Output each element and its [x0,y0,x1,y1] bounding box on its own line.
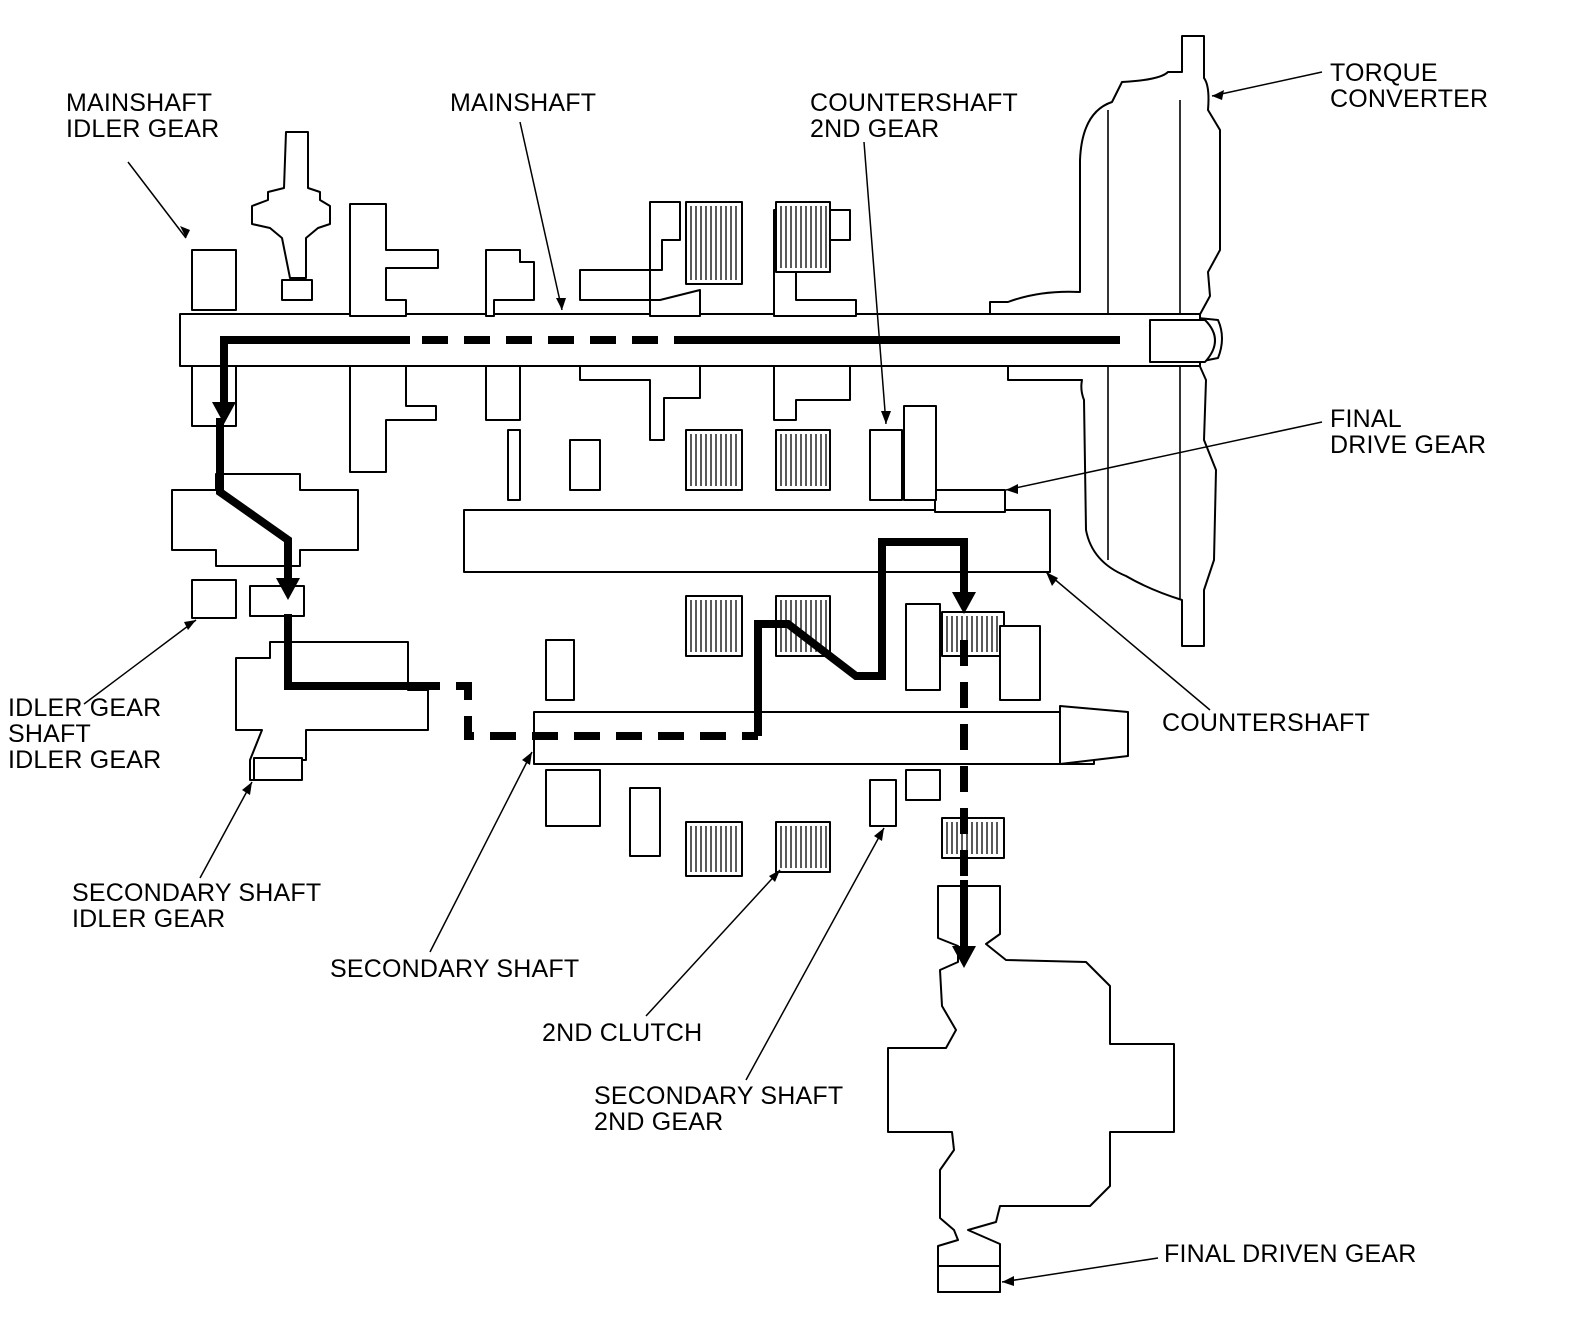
label-countershaft: COUNTERSHAFT [1162,709,1370,737]
mainshaft-gears [485,201,937,501]
clutch-pack [941,611,1005,657]
clutch-pack [685,821,743,877]
clutch-pack [941,817,1005,859]
label-final-driven-gear: FINAL DRIVEN GEAR [1164,1240,1417,1268]
clutch-pack [775,821,831,873]
flow-arrowheads [212,402,976,968]
label-secondary-shaft-idler-gear: SECONDARY SHAFT IDLER GEAR [72,879,328,933]
clutch-pack [685,429,743,491]
label-torque-converter: TORQUE CONVERTER [1330,59,1488,113]
label-mainshaft-idler-gear: MAINSHAFT IDLER GEAR [66,89,219,143]
differential [887,885,1175,1293]
label-idler-gear-shaft-idler-gear: IDLER GEAR SHAFT IDLER GEAR [8,694,169,774]
secondary-shaft-gears [545,603,1041,857]
label-2nd-clutch: 2ND CLUTCH [542,1019,702,1047]
label-secondary-shaft-2nd-gear: SECONDARY SHAFT 2ND GEAR [594,1082,850,1136]
clutch-pack [775,201,831,273]
arrowhead-down-secondary-idler [276,578,300,600]
label-secondary-shaft: SECONDARY SHAFT [330,955,579,983]
label-final-drive-gear: FINAL DRIVE GEAR [1330,405,1486,459]
label-mainshaft: MAINSHAFT [450,89,596,117]
clutch-pack [775,429,831,491]
arrowhead-down-idler [212,402,236,424]
labels: MAINSHAFT IDLER GEAR MAINSHAFT COUNTERSH… [8,59,1488,1268]
arrowhead-down-2nd-gear [952,592,976,614]
clutch-pack [685,595,743,657]
clutch-pack [685,201,743,285]
label-countershaft-2nd-gear: COUNTERSHAFT 2ND GEAR [810,89,1025,143]
arrowhead-down-final-driven [952,946,976,968]
power-flow-path [216,336,1120,950]
leader-lines [83,71,1323,1286]
